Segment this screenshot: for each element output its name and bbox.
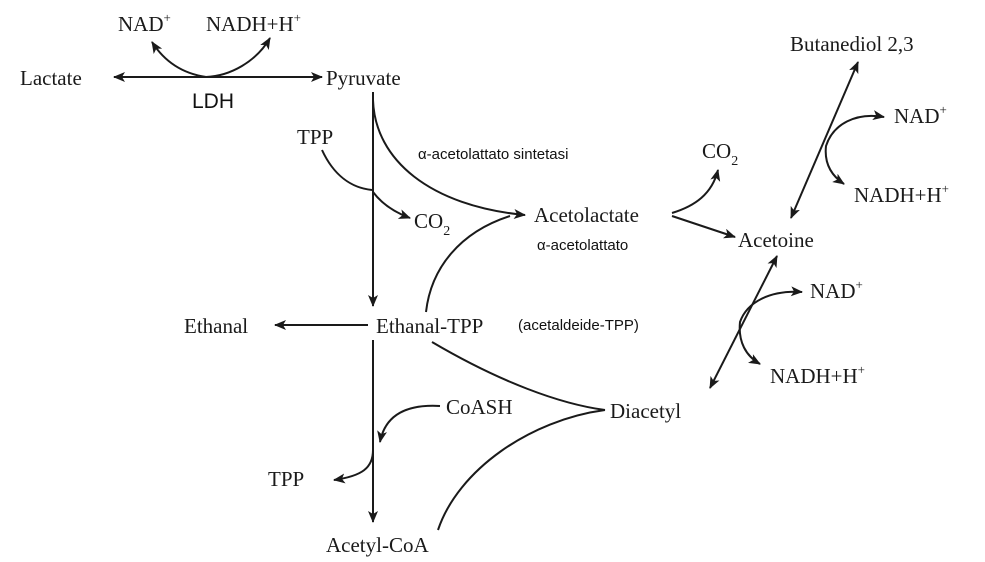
edge-tpp-into-decarboxylation [321, 149, 373, 191]
edge-ethanal-tpp-to-diacetyl [431, 341, 606, 411]
edge-tpp-to-co2 [372, 191, 411, 219]
nadh-top-label: NADH+H+ [206, 10, 301, 36]
nadh-lower-right-label: NADH+H+ [770, 362, 865, 388]
edge-acetyl-coa-to-diacetyl [437, 409, 606, 531]
tpp-top-label: TPP [297, 125, 333, 149]
ldh-label: LDH [192, 90, 234, 113]
lactate-label: Lactate [20, 66, 82, 90]
synthase-label: α-acetolattato sintetasi [418, 146, 568, 163]
edge-acetolactate-to-acetoine [671, 215, 736, 239]
acetyl-coa-label: Acetyl-CoA [326, 533, 429, 557]
ethanal-label: Ethanal [184, 314, 248, 338]
edge-acetolactate-to-co2 [671, 169, 721, 214]
coash-label: CoASH [446, 395, 513, 419]
acetoine-label: Acetoine [738, 228, 814, 252]
nad-top-label: NAD+ [118, 10, 171, 36]
pyruvate-label: Pyruvate [326, 66, 401, 90]
nad-upper-right-label: NAD+ [894, 102, 947, 128]
edge-butanediol-acetoine [790, 61, 859, 219]
edge-coash-into-thiolysis [377, 404, 441, 443]
edge-pyruvate-to-acetolactate [372, 99, 526, 219]
edge-acetoine-diacetyl [709, 255, 778, 389]
diacetyl-label: Diacetyl [610, 399, 681, 423]
nadh-upper-right-label: NADH+H+ [854, 181, 949, 207]
tpp-bottom-label: TPP [268, 467, 304, 491]
edge-tpp-released [333, 449, 374, 484]
ethanal-tpp-label: Ethanal-TPP [376, 314, 483, 338]
pathway-arrows [113, 37, 885, 531]
enzyme-annotations: LDH α-acetolattato sintetasi α-acetolatt… [192, 90, 639, 334]
butanediol-label: Butanediol 2,3 [790, 32, 914, 56]
metabolite-labels: NAD+ NADH+H+ Lactate Pyruvate TPP CO2 Ac… [20, 10, 949, 557]
edge-nad-to-nadh-cofactor [151, 37, 271, 79]
edge-ethanal-tpp-to-acetolactate [425, 215, 511, 313]
acetaldeide-tpp-label: (acetaldeide-TPP) [518, 317, 639, 334]
co2-right-label: CO2 [702, 139, 738, 169]
acetolattato-label: α-acetolattato [537, 237, 628, 254]
edge-upper-nad-cofactor [824, 110, 885, 185]
acetolactate-label: Acetolactate [534, 203, 639, 227]
co2-mid-label: CO2 [414, 209, 450, 239]
nad-lower-right-label: NAD+ [810, 277, 863, 303]
edge-lower-nad-cofactor [738, 286, 803, 365]
